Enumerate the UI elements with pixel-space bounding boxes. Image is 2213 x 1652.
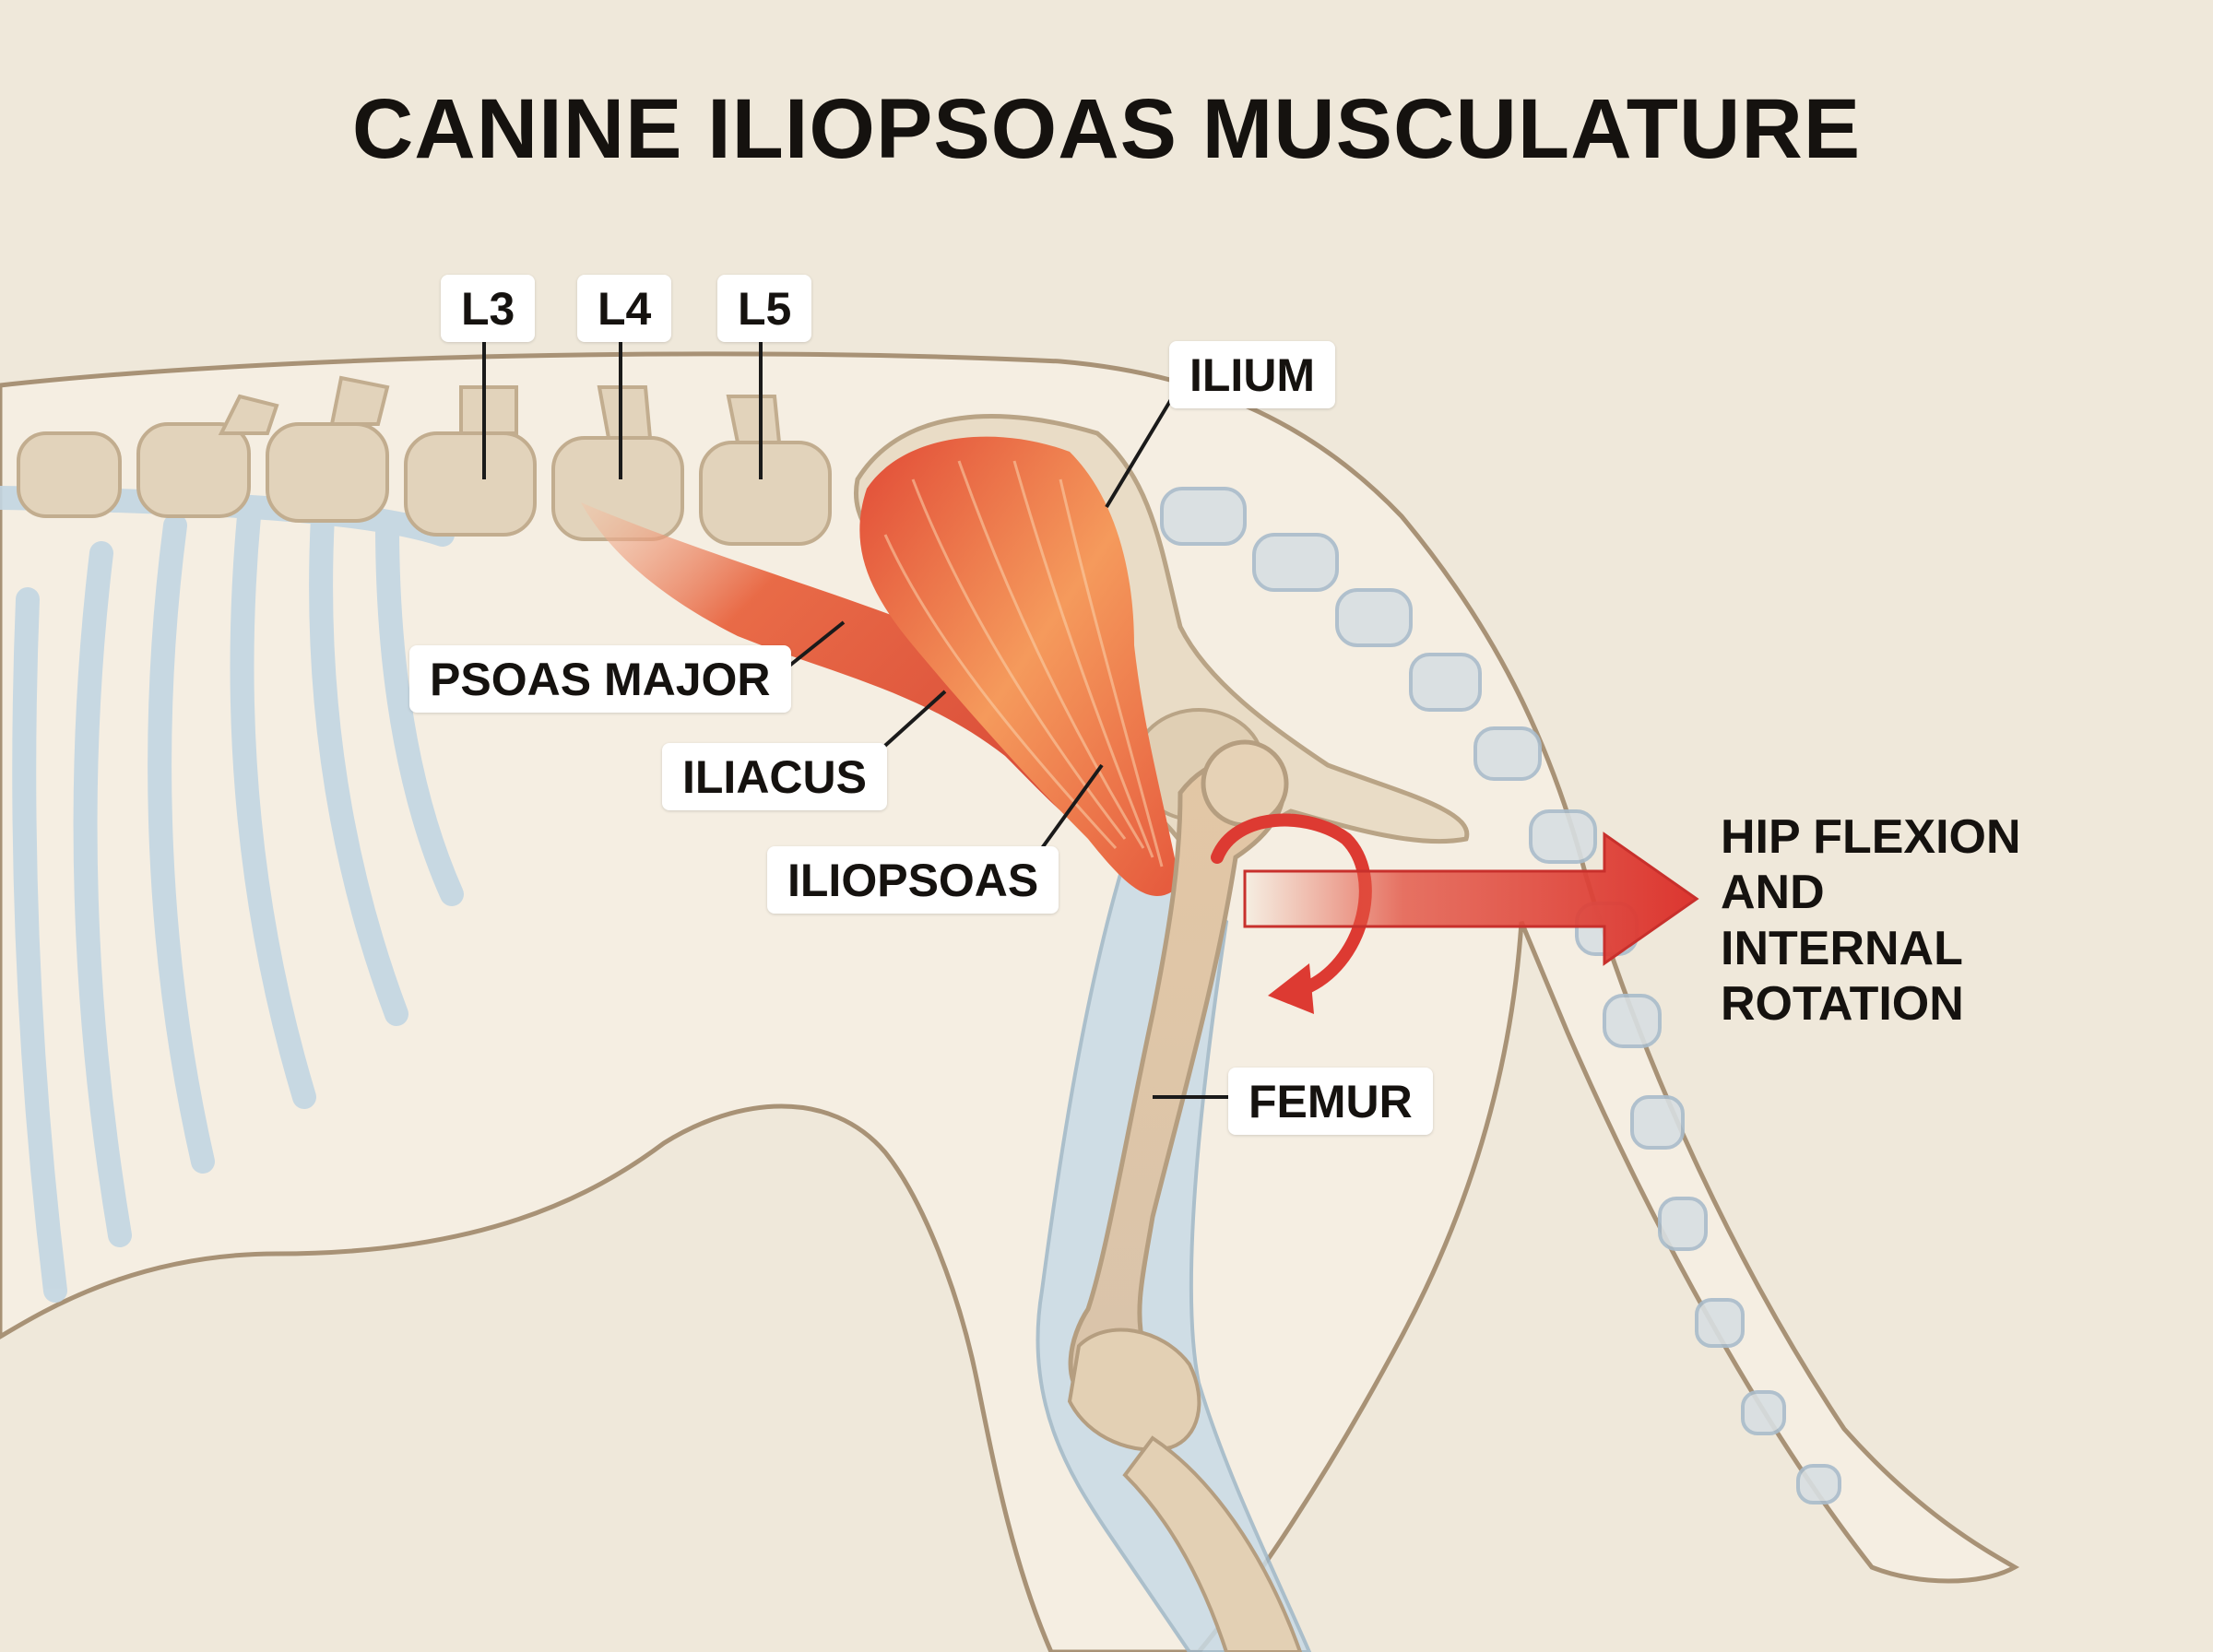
label-iliopsoas: ILIOPSOAS [767, 846, 1059, 914]
label-psoas-major: PSOAS MAJOR [409, 645, 791, 713]
iliacus-muscle [859, 436, 1180, 896]
page-title: CANINE ILIOPSOAS MUSCULATURE [351, 82, 1862, 176]
label-l3: L3 [441, 275, 536, 342]
flexion-arrow [1243, 832, 1699, 966]
motion-annotation: HIP FLEXION AND INTERNAL ROTATION [1721, 810, 2021, 1031]
label-ilium: ILIUM [1169, 341, 1336, 408]
rotation-arrow [1211, 813, 1372, 997]
femoral-head [1201, 739, 1289, 828]
label-iliacus: ILIACUS [662, 743, 887, 810]
label-l5: L5 [717, 275, 812, 342]
psoas-major-muscle [581, 502, 1143, 842]
label-femur: FEMUR [1228, 1068, 1433, 1135]
lower-leg-bone [1122, 1435, 1303, 1652]
tibia-bone [1035, 826, 1312, 1652]
label-l4: L4 [577, 275, 672, 342]
rotation-arrow-head [1268, 963, 1314, 1014]
knee-joint [1067, 1328, 1201, 1452]
lumbar-spine [17, 375, 832, 546]
